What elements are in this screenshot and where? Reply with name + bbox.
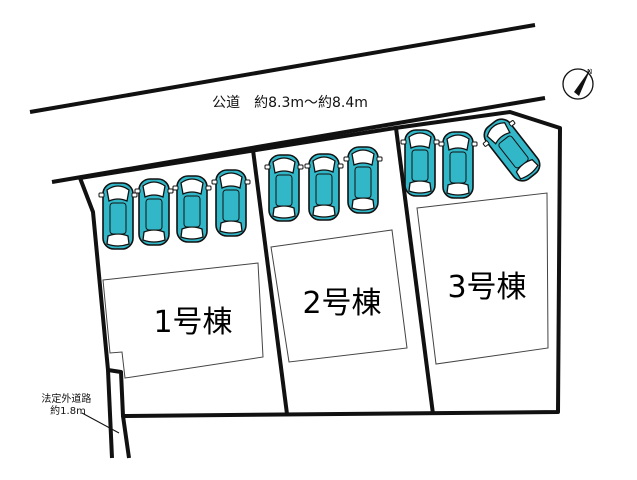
side-road-edge-left [106, 369, 114, 459]
car-icon [400, 129, 440, 197]
building-2-footprint [270, 229, 408, 363]
public-road-label: 公道 約8.3m～約8.4m [212, 95, 368, 111]
side-road-leader [81, 412, 120, 434]
parking-cars [98, 118, 541, 250]
road-edge-top [29, 23, 536, 114]
lot-divider-2-3 [394, 127, 435, 415]
car-icon [438, 131, 478, 199]
car-icon [98, 182, 138, 250]
building-1-label: 1号棟 [153, 305, 232, 340]
car-icon [134, 178, 174, 246]
building-3-label: 3号棟 [447, 270, 526, 305]
building-3-footprint [416, 192, 549, 365]
property-boundary [78, 110, 562, 418]
side-road-label: 法定外道路 約1.8m [41, 392, 94, 417]
side-road-width: 約1.8m [50, 404, 86, 417]
car-icon [172, 175, 212, 243]
lot-divider-1-2 [251, 149, 289, 415]
side-road-name: 法定外道路 [41, 392, 91, 405]
north-marker: N [587, 68, 592, 76]
building-2-label: 2号棟 [302, 286, 381, 321]
car-icon [304, 153, 344, 221]
car-icon [343, 146, 383, 214]
car-icon [482, 118, 541, 182]
north-compass-icon: N [562, 68, 594, 100]
car-icon [211, 169, 251, 237]
car-icon [264, 154, 304, 222]
side-road-edge-right [121, 415, 131, 459]
building-1-footprint [102, 262, 264, 379]
